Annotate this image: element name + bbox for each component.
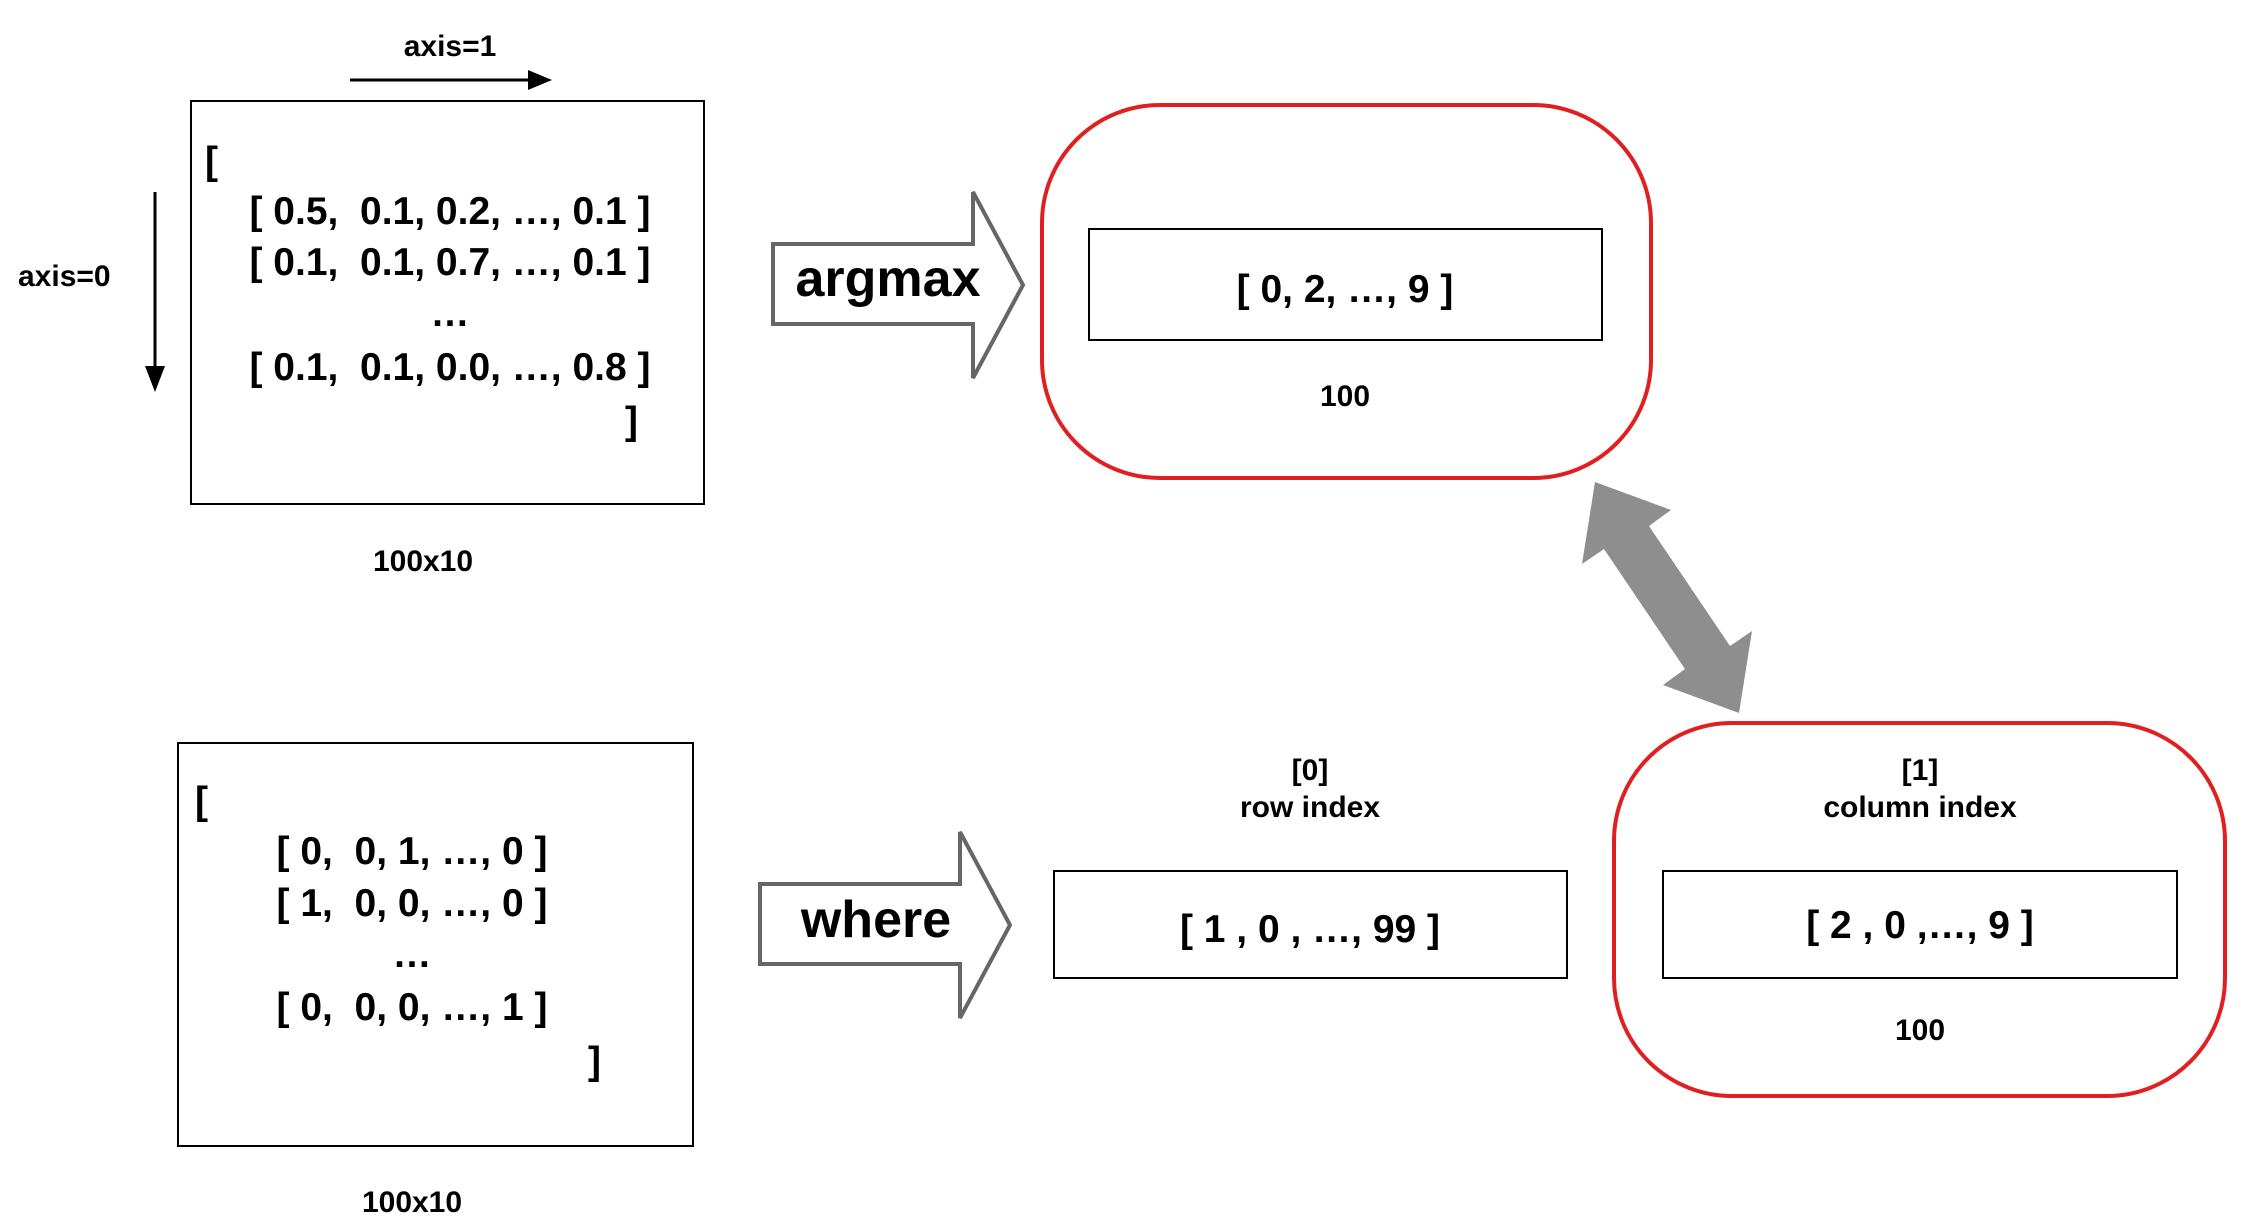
bottom-matrix-box	[177, 742, 694, 1147]
where-label: where	[800, 891, 952, 949]
argmax-block-arrow	[771, 191, 1026, 379]
top-matrix-shape: 100x10	[372, 545, 474, 578]
where-block-arrow	[758, 831, 1013, 1019]
bottom-matrix-shape: 100x10	[361, 1186, 463, 1219]
column-index-box	[1662, 870, 2178, 979]
top-matrix-close-bracket: ]	[625, 400, 638, 443]
row-index-box	[1053, 870, 1568, 979]
bottom-matrix-row: [ 0, 0, 0, …, 1 ]	[276, 986, 548, 1029]
bottom-matrix-open-bracket: [	[195, 780, 208, 823]
axis0-label: axis=0	[18, 260, 111, 293]
top-matrix-open-bracket: [	[205, 140, 218, 183]
top-matrix-box	[190, 100, 705, 505]
column-index-value: [ 2 , 0 ,…, 9 ]	[1806, 904, 2034, 947]
bottom-matrix-row: [ 0, 0, 1, …, 0 ]	[276, 830, 548, 873]
bottom-matrix-close-bracket: ]	[588, 1040, 601, 1083]
axis0-arrow	[145, 192, 165, 392]
bottom-matrix-ellipsis: …	[392, 933, 432, 976]
column-index-size: 100	[1894, 1014, 1946, 1047]
top-matrix-row: [ 0.1, 0.1, 0.7, …, 0.1 ]	[249, 241, 651, 284]
axis1-label: axis=1	[403, 30, 497, 63]
top-matrix-row: [ 0.1, 0.1, 0.0, …, 0.8 ]	[249, 346, 651, 389]
argmax-label: argmax	[795, 250, 981, 308]
argmax-result-box	[1088, 228, 1603, 341]
axis1-arrow	[350, 70, 552, 90]
row-index-title: row index	[1239, 791, 1381, 824]
argmax-result-value: [ 0, 2, …, 9 ]	[1236, 268, 1454, 311]
bottom-matrix-row: [ 1, 0, 0, …, 0 ]	[276, 882, 548, 925]
column-index-label: [1]	[1901, 754, 1939, 787]
double-arrow-connector	[1582, 482, 1752, 713]
top-matrix-row: [ 0.5, 0.1, 0.2, …, 0.1 ]	[249, 190, 651, 233]
column-index-title: column index	[1823, 791, 2017, 824]
top-matrix-ellipsis: …	[430, 292, 470, 335]
row-index-label: [0]	[1291, 754, 1329, 787]
argmax-result-size: 100	[1319, 380, 1371, 413]
row-index-value: [ 1 , 0 , …, 99 ]	[1179, 908, 1441, 951]
